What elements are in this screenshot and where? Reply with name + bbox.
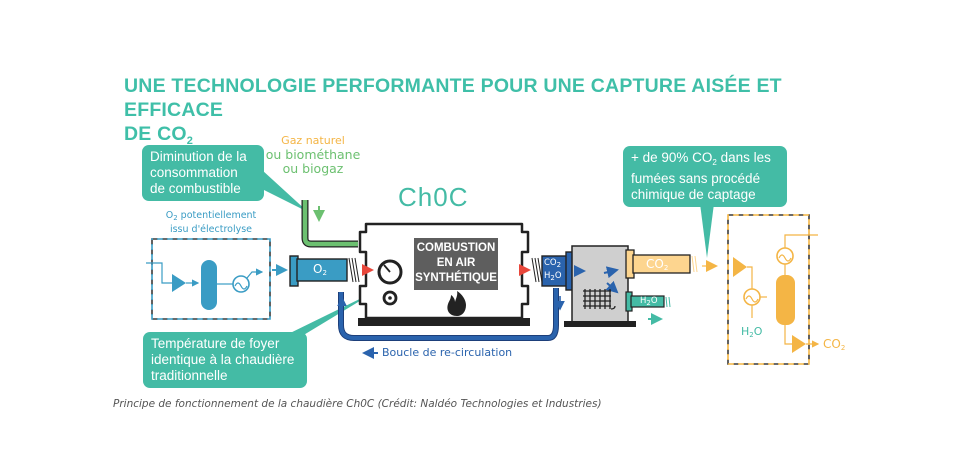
callout-co2-line-3: chimique de captage [631,187,756,202]
subscript: 2 [556,261,562,269]
combustion-line-2: EN AIR [436,257,476,269]
compressor-icon [733,257,747,277]
h2o-text: H [544,271,551,281]
gas-input-label: Gaz naturel ou biométhane ou biogaz [258,134,368,176]
callout-fuel-line-2: consommation [150,165,238,180]
callout-temperature-line-1: Température de foyer [151,336,280,351]
callout-temperature-line-2: identique à la chaudière [151,352,295,367]
callout-co2-line-1: + de 90% CO2 dans les [631,150,779,171]
gas-input-line-2: ou biométhane [265,147,361,162]
h2o-outlet-pipe [625,291,671,325]
subscript: 2 [173,214,178,222]
flame-icon [447,291,466,316]
callout-fuel-line-1: Diminution de la [150,149,247,164]
callout-co2-concentration: + de 90% CO2 dans les fumées sans procéd… [623,146,787,207]
oxygen-electrolysis-unit [146,238,288,320]
subscript: 2 [322,269,327,277]
h2o-text: O [650,296,658,306]
capture-h2o-label: H2O [741,325,762,339]
boiler [358,222,531,326]
oxygen-text: potentiellement [177,210,257,221]
h2o-text: H [640,296,647,306]
o2-text: O [313,262,323,276]
flue-co2-label: CO2 [544,258,562,271]
callout-temperature: Température de foyer identique à la chau… [143,332,307,388]
h2o-text: H [741,325,750,338]
callout-temperature-line-3: traditionnelle [151,368,228,383]
page-title: UNE TECHNOLOGIE PERFORMANTE POUR UNE CAP… [124,74,884,153]
compressor-icon [172,274,186,292]
logo-text: Ch0C [398,182,469,212]
gas-input-line-1: Gaz naturel [281,134,345,147]
title-line-2: DE CO2 [124,122,884,153]
figure-caption: Principe de fonctionnement de la chaudiè… [113,398,602,410]
callout-co2-text: + de 90% CO [631,150,713,165]
callout-co2-text: dans les [716,150,771,165]
oxygen-text: O [165,210,174,221]
subscript: 2 [712,158,717,167]
combustion-line-3: SYNTHÉTIQUE [415,272,497,284]
subscript: 2 [749,331,754,339]
capture-co2-label: CO2 [823,337,845,352]
h2o-text: O [753,325,763,338]
heat-exchanger-icon [743,288,761,306]
co2-text: CO [823,337,841,351]
title-subscript: 2 [186,135,194,147]
flue-gas-pipe [531,251,575,291]
heat-exchanger-icon [232,275,250,293]
callout-fuel-line-3: de combustible [150,181,241,196]
recirculation-loop [337,288,565,359]
title-line-1: UNE TECHNOLOGIE PERFORMANTE POUR UNE CAP… [124,75,782,121]
callout-fuel-reduction: Diminution de la consommation de combust… [142,145,264,201]
callout-co2-line-2: fumées sans procédé [631,171,761,186]
separator-column-icon [201,260,217,310]
flue-h2o-label: H2O [544,271,562,284]
title-line-2-text: DE CO [124,123,187,145]
gas-input-line-3: ou biogaz [282,161,344,176]
cooling-coil-icon [583,289,616,310]
co2-outlet-label: CO2 [646,257,668,272]
subscript: 2 [663,264,669,272]
oxygen-source-line-2: issu d'électrolyse [169,224,253,235]
flue-gas-label: CO2 H2O [544,258,562,284]
recirculation-label: Boucle de re-circulation [382,346,513,359]
o2-pipe-label: O2 [313,262,327,277]
callout-temperature-tail [280,290,378,338]
condenser-icon [776,247,794,265]
subscript: 2 [550,274,555,282]
choc-logo: Ch0C [398,182,468,212]
co2-outlet-pipe [625,249,718,279]
condenser [564,245,636,327]
co2-text: CO [544,258,557,268]
subscript: 2 [840,344,846,352]
co2-text: CO [646,257,664,271]
distillation-column-icon [776,275,795,325]
subscript: 2 [646,299,651,307]
combustion-label: COMBUSTION EN AIR SYNTHÉTIQUE [414,241,498,286]
compressor-icon [792,335,806,353]
co2-purification-unit [727,214,820,365]
gas-pipe [301,200,358,248]
oxygen-source-line-1: O2 potentiellement [148,210,274,224]
o2-inlet-pipe [289,255,360,287]
combustion-line-1: COMBUSTION [416,242,496,254]
h2o-outlet-label: H2O [640,296,658,307]
h2o-text: O [554,271,562,281]
oxygen-source-label: O2 potentiellement issu d'électrolyse [148,210,274,236]
